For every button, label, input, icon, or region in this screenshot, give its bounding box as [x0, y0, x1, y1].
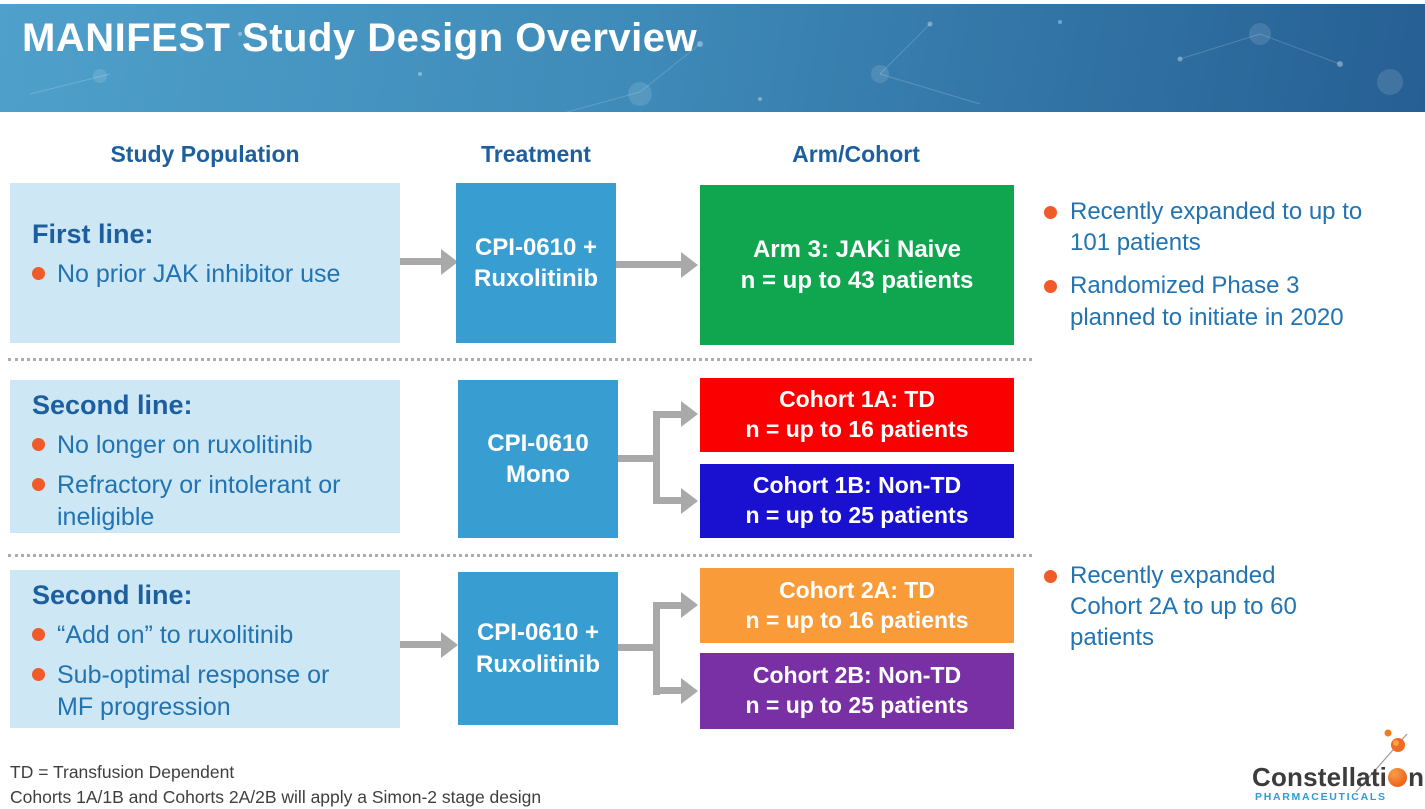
- arrow-population-to-treatment-1: [400, 258, 444, 265]
- column-header-arm-cohort: Arm/Cohort: [792, 141, 920, 167]
- side-notes-row1: Recently expanded to up to 101 patients …: [1044, 196, 1370, 333]
- treatment-box-row2: CPI-0610 Mono: [458, 380, 618, 538]
- arrow-treatment-to-cohort-1: [616, 261, 682, 268]
- arrow-population-to-treatment-3: [400, 641, 444, 648]
- bullet-text: No longer on ruxolitinib: [57, 431, 313, 459]
- treatment-line2: Ruxolitinib: [476, 650, 600, 678]
- cohort-box-1a: Cohort 1A: TD n = up to 16 patients: [700, 378, 1014, 452]
- footnote-td: TD = Transfusion Dependent: [10, 762, 235, 782]
- note-text: Recently expanded Cohort 2A to up to 60 …: [1070, 562, 1297, 652]
- logo-wordmark: Constellati n: [1252, 762, 1424, 793]
- bullet-dot-icon: [32, 267, 45, 280]
- dotted-separator: [8, 358, 1032, 361]
- note-item: Recently expanded to up to 101 patients: [1044, 196, 1370, 258]
- bullet-dot-icon: [32, 478, 45, 491]
- treatment-line1: CPI-0610 +: [476, 619, 600, 647]
- cohort-line1: Cohort 1B: Non-TD: [752, 472, 962, 499]
- branch-vertical-row2: [653, 411, 660, 504]
- branch-vertical-row3: [653, 602, 660, 695]
- logo-sphere-o-icon: [1388, 768, 1408, 787]
- treatment-box-row1: CPI-0610 + Ruxolitinib: [456, 183, 616, 343]
- constellation-pharmaceuticals-logo: Constellati n PHARMACEUTICALS: [1252, 729, 1424, 806]
- population-bullet: “Add on” to ruxolitinib: [32, 619, 382, 651]
- population-bullet: No longer on ruxolitinib: [32, 429, 382, 461]
- note-item: Recently expanded Cohort 2A to up to 60 …: [1044, 560, 1310, 654]
- population-bullet: Sub-optimal response or MF progression: [32, 659, 382, 723]
- bullet-text: No prior JAK inhibitor use: [57, 260, 341, 288]
- note-text: Randomized Phase 3 planned to initiate i…: [1070, 272, 1344, 331]
- treatment-box-row3: CPI-0610 + Ruxolitinib: [458, 572, 618, 725]
- population-bullet: Refractory or intolerant or ineligible: [32, 469, 382, 533]
- cohort-line1: Cohort 1A: TD: [779, 386, 935, 413]
- population-bullet: No prior JAK inhibitor use: [32, 258, 382, 290]
- title-banner: MANIFEST Study Design Overview: [0, 4, 1425, 112]
- column-header-treatment: Treatment: [481, 141, 591, 167]
- cohort-line2: n = up to 16 patients: [745, 606, 969, 633]
- arrowhead-icon: [681, 592, 698, 618]
- population-box-second-line-addon: Second line: “Add on” to ruxolitinib Sub…: [10, 570, 400, 728]
- arrowhead-icon: [681, 401, 698, 427]
- cohort-line1: Cohort 2A: TD: [779, 576, 935, 603]
- dotted-separator: [8, 554, 1032, 557]
- branch-stem-row3: [618, 644, 660, 651]
- arrowhead-icon: [681, 252, 698, 278]
- cohort-line1: Arm 3: JAKi Naive: [752, 235, 962, 263]
- bullet-dot-icon: [1044, 280, 1057, 294]
- banner-constellation-decoration: [29, 20, 1403, 112]
- cohort-box-2b: Cohort 2B: Non-TD n = up to 25 patients: [700, 653, 1014, 729]
- arrowhead-icon: [441, 249, 458, 275]
- footnote-simon: Cohorts 1A/1B and Cohorts 2A/2B will app…: [10, 786, 542, 807]
- page-title: MANIFEST Study Design Overview: [22, 16, 698, 60]
- bullet-dot-icon: [32, 438, 45, 451]
- bullet-dot-icon: [1044, 570, 1057, 583]
- bullet-text: “Add on” to ruxolitinib: [57, 621, 294, 649]
- cohort-box-2a: Cohort 2A: TD n = up to 16 patients: [700, 568, 1014, 643]
- side-notes-row3: Recently expanded Cohort 2A to up to 60 …: [1044, 560, 1310, 654]
- treatment-line1: CPI-0610 +: [474, 233, 598, 261]
- cohort-line2: n = up to 43 patients: [740, 267, 974, 294]
- treatment-line2: Ruxolitinib: [474, 265, 598, 292]
- population-box-second-line-mono: Second line: No longer on ruxolitinib Re…: [10, 380, 400, 533]
- bullet-dot-icon: [32, 668, 45, 681]
- footnotes: TD = Transfusion Dependent Cohorts 1A/1B…: [10, 760, 541, 809]
- treatment-line1: CPI-0610: [487, 429, 589, 457]
- bullet-dot-icon: [1044, 206, 1057, 219]
- logo-wordmark-prefix: Constellati: [1252, 762, 1388, 792]
- population-box-first-line: First line: No prior JAK inhibitor use: [10, 183, 400, 343]
- branch-bottom-row2: [653, 497, 683, 504]
- column-header-study-population: Study Population: [110, 141, 300, 167]
- arrowhead-icon: [681, 678, 698, 704]
- bullet-dot-icon: [32, 628, 45, 641]
- population-heading: First line:: [32, 219, 154, 249]
- cohort-box-1b: Cohort 1B: Non-TD n = up to 25 patients: [700, 464, 1014, 538]
- bullet-text: Refractory or intolerant or ineligible: [57, 471, 341, 531]
- branch-top-row2: [653, 411, 683, 418]
- bullet-text: Sub-optimal response or MF progression: [57, 661, 330, 721]
- logo-constellation-dots-icon: [1355, 729, 1408, 793]
- cohort-line1: Cohort 2B: Non-TD: [752, 662, 962, 689]
- logo-subtitle: PHARMACEUTICALS: [1255, 791, 1387, 803]
- arrowhead-icon: [681, 488, 698, 514]
- note-text: Recently expanded to up to 101 patients: [1070, 198, 1363, 257]
- cohort-line2: n = up to 25 patients: [745, 502, 969, 528]
- branch-top-row3: [653, 602, 683, 609]
- cohort-line2: n = up to 25 patients: [745, 692, 969, 718]
- logo-wordmark-suffix: n: [1408, 762, 1425, 792]
- cohort-box-arm3: Arm 3: JAKi Naive n = up to 43 patients: [700, 185, 1014, 345]
- branch-stem-row2: [618, 455, 660, 462]
- population-heading: Second line:: [32, 390, 193, 420]
- treatment-line2: Mono: [506, 461, 570, 488]
- branch-bottom-row3: [653, 687, 683, 694]
- arrowhead-icon: [441, 632, 458, 658]
- population-heading: Second line:: [32, 580, 193, 610]
- cohort-line2: n = up to 16 patients: [745, 416, 969, 442]
- note-item: Randomized Phase 3 planned to initiate i…: [1044, 270, 1370, 332]
